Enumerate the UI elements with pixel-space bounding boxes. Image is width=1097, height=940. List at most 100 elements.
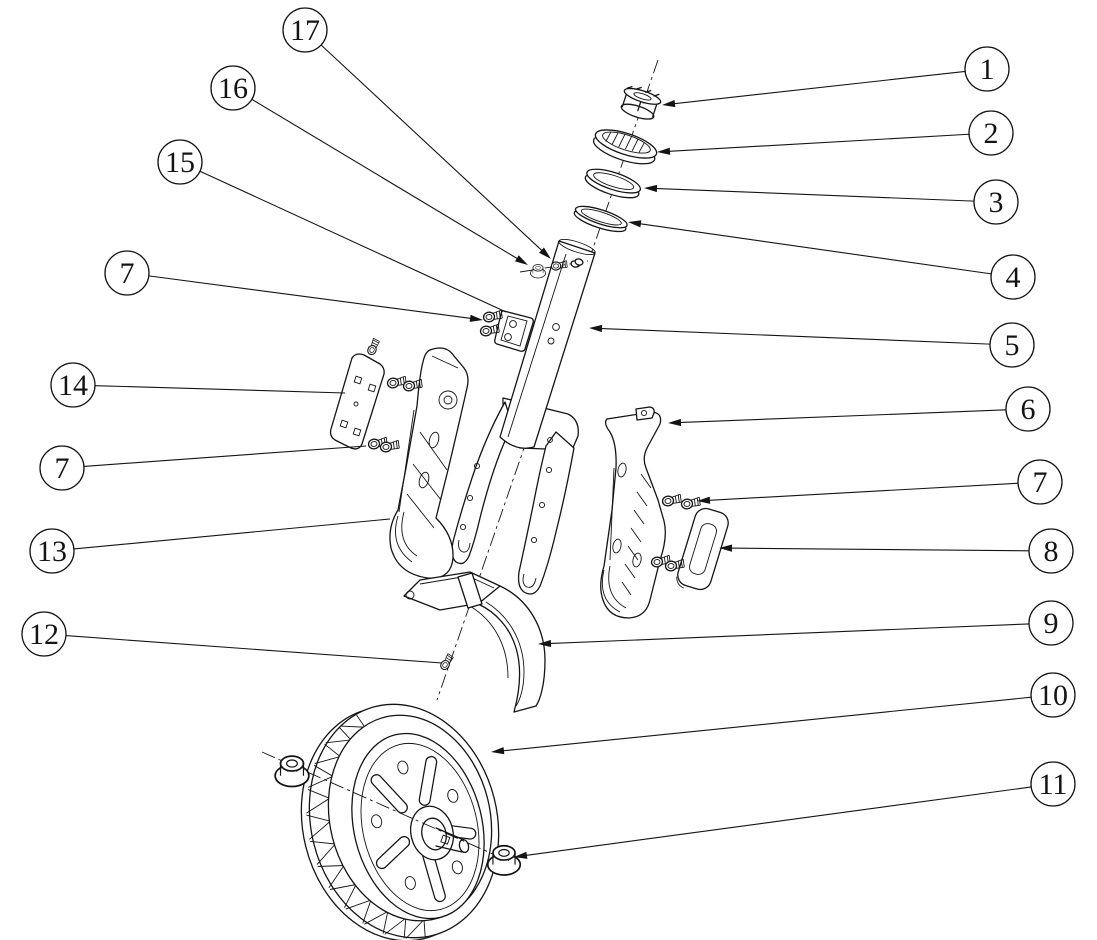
callout-10: 10 xyxy=(491,672,1076,755)
part-11-axle-nut-right xyxy=(486,844,522,876)
callout-circle-11 xyxy=(1030,761,1076,807)
callout-number-12: 12 xyxy=(29,618,59,651)
callout-circle-5 xyxy=(989,322,1035,368)
part-14-mount-plate xyxy=(329,353,385,450)
callout-8: 8 xyxy=(719,528,1074,574)
callout-number-11: 11 xyxy=(1039,768,1068,801)
fastener-washer xyxy=(570,258,584,268)
part-5-steerer-tube xyxy=(499,238,596,449)
leader-arrowhead-7 xyxy=(469,314,483,322)
leader-line-6 xyxy=(677,409,1007,424)
callout-circle-10 xyxy=(1030,672,1076,718)
callout-7: 7 xyxy=(697,459,1063,505)
callout-12: 12 xyxy=(21,611,443,664)
callout-7: 7 xyxy=(39,445,367,491)
leader-line-14 xyxy=(94,385,346,394)
callout-circle-9 xyxy=(1028,600,1074,646)
callout-circle-3 xyxy=(973,179,1019,225)
leader-arrowhead-2 xyxy=(657,147,671,155)
leader-line-1 xyxy=(671,70,966,105)
leader-line-7 xyxy=(83,445,367,467)
part-17-nut xyxy=(530,264,546,279)
callout-number-4: 4 xyxy=(1006,261,1021,294)
leader-line-7 xyxy=(148,275,474,320)
part-1-top-star-nut xyxy=(620,86,662,120)
callout-number-5: 5 xyxy=(1005,329,1020,362)
callout-number-7: 7 xyxy=(120,257,135,290)
callout-circle-17 xyxy=(282,7,328,53)
callout-number-7: 7 xyxy=(55,452,70,485)
callout-number-8: 8 xyxy=(1044,535,1059,568)
callout-17: 17 xyxy=(282,7,551,259)
axle-nut-left xyxy=(274,755,310,788)
leader-arrowhead-5 xyxy=(589,324,603,333)
callout-circle-16 xyxy=(210,65,256,111)
leader-arrowhead-16 xyxy=(515,255,528,265)
callout-15: 15 xyxy=(157,139,507,313)
leader-arrowhead-10 xyxy=(491,747,505,755)
callout-4: 4 xyxy=(628,220,1036,300)
leader-arrowhead-3 xyxy=(644,184,658,193)
leader-line-12 xyxy=(65,635,443,664)
callout-circle-7 xyxy=(39,445,85,491)
callout-circle-7 xyxy=(1017,459,1063,505)
callout-number-16: 16 xyxy=(218,72,248,105)
callout-7: 7 xyxy=(104,250,483,322)
callout-number-3: 3 xyxy=(989,186,1004,219)
callout-circle-6 xyxy=(1005,386,1051,432)
callout-number-14: 14 xyxy=(58,369,88,402)
part-8-reflector-plate xyxy=(676,507,729,591)
part-13-left-fork-cover xyxy=(389,347,469,579)
leader-line-16 xyxy=(251,98,520,261)
callout-circle-12 xyxy=(21,611,67,657)
leader-line-7 xyxy=(706,482,1019,501)
leader-line-17 xyxy=(320,44,545,253)
leader-line-9 xyxy=(547,623,1030,645)
part-2-stem-cap xyxy=(592,129,658,165)
callout-1: 1 xyxy=(662,46,1010,108)
callout-number-13: 13 xyxy=(37,535,67,568)
axle-axis-centerline xyxy=(261,751,521,867)
leader-arrowhead-4 xyxy=(628,220,642,228)
leader-arrowhead-8 xyxy=(719,544,733,552)
leader-arrowhead-1 xyxy=(662,99,676,108)
callout-13: 13 xyxy=(29,518,391,574)
callout-circle-15 xyxy=(157,139,203,185)
leader-line-10 xyxy=(500,696,1032,752)
leader-line-8 xyxy=(728,547,1030,552)
part-3-bearing-ring xyxy=(584,168,642,199)
callout-6: 6 xyxy=(668,386,1051,432)
callout-circle-7 xyxy=(104,250,150,296)
callout-number-9: 9 xyxy=(1044,607,1059,640)
callout-14: 14 xyxy=(50,362,346,408)
callout-number-2: 2 xyxy=(984,117,999,150)
leader-line-2 xyxy=(666,133,970,152)
callout-number-6: 6 xyxy=(1021,393,1036,426)
leader-arrowhead-6 xyxy=(668,418,682,427)
part-9-front-fender xyxy=(403,571,546,713)
part-4-washer-ring xyxy=(573,205,628,233)
callout-circle-13 xyxy=(29,528,75,574)
callout-11: 11 xyxy=(514,761,1076,859)
callout-16: 16 xyxy=(210,65,528,265)
leader-line-5 xyxy=(598,327,991,345)
callout-5: 5 xyxy=(589,322,1035,368)
callout-number-1: 1 xyxy=(980,53,995,86)
callout-circle-2 xyxy=(968,110,1014,156)
part-10-front-wheel xyxy=(300,703,500,940)
callout-circle-4 xyxy=(990,254,1036,300)
leader-arrowhead-11 xyxy=(514,851,528,859)
leader-line-11 xyxy=(523,786,1032,857)
leader-line-4 xyxy=(637,222,992,275)
callout-circle-14 xyxy=(50,362,96,408)
callout-2: 2 xyxy=(657,110,1014,156)
leader-line-13 xyxy=(73,518,391,550)
callout-number-7: 7 xyxy=(1033,466,1048,499)
part-7-screws-group xyxy=(367,260,701,671)
callout-circle-8 xyxy=(1028,528,1074,574)
callout-circle-1 xyxy=(964,46,1010,92)
leader-arrowhead-7 xyxy=(697,496,711,504)
